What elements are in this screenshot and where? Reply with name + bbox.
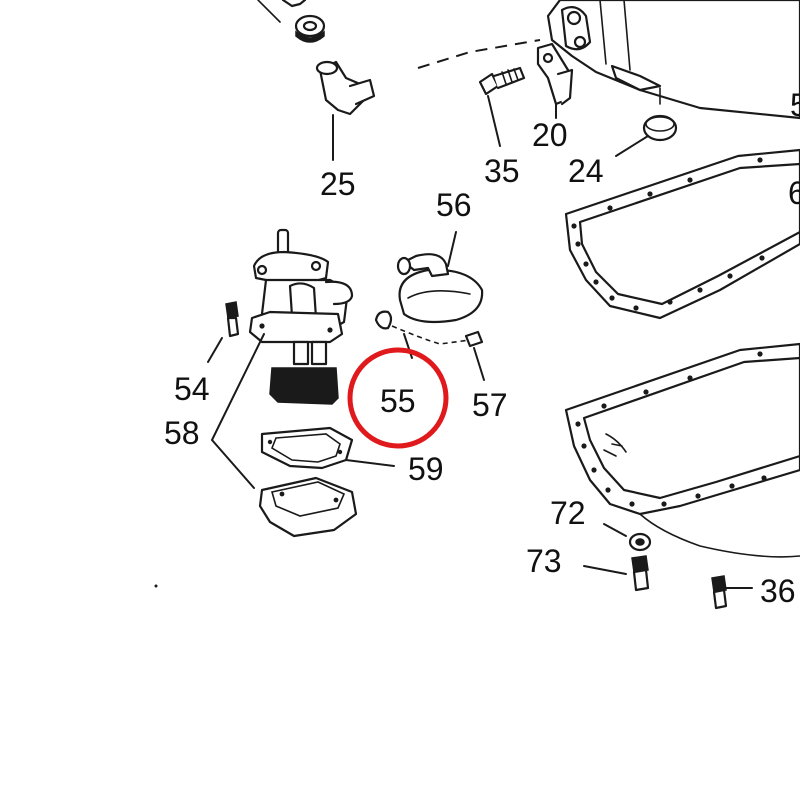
callout-5-partial: 5: [790, 87, 800, 123]
gasket-59: [260, 426, 354, 470]
leader-59: [345, 459, 395, 467]
callout-59: 59: [408, 451, 444, 487]
dashed-alignment-line-top: [417, 39, 541, 69]
callout-72: 72: [550, 495, 586, 531]
oil-strainer-56: [396, 253, 484, 324]
callout-55: 55: [380, 383, 416, 419]
leader-35: [487, 95, 501, 147]
leader-55: [403, 333, 413, 359]
leader-57: [473, 347, 485, 381]
clip-55: [374, 310, 393, 330]
callout-20: 20: [532, 117, 568, 153]
bracket-20: [536, 42, 574, 106]
stray-mark: [154, 584, 158, 588]
callout-57: 57: [472, 387, 508, 423]
dashed-link-55-57: [391, 325, 471, 345]
callout-35: 35: [484, 153, 520, 189]
pump-cover: [258, 476, 358, 538]
oil-pump-assembly-58: [248, 228, 354, 405]
engine-block-corner: [546, 0, 800, 120]
callout-25: 25: [320, 166, 356, 202]
leader-24: [615, 135, 649, 157]
leader-54: [207, 337, 223, 363]
bolt-36: [711, 575, 728, 610]
callout-58: 58: [164, 415, 200, 451]
callout-24: 24: [568, 153, 604, 189]
callout-73: 73: [526, 543, 562, 579]
bolt-73: [631, 555, 650, 592]
oil-pan-gasket-upper: [564, 148, 800, 320]
callout-54: 54: [174, 371, 210, 407]
highlight-circle: [347, 347, 449, 449]
callout-6-partial: 6: [788, 175, 800, 211]
callout-36: 36: [760, 573, 796, 609]
leader-73: [583, 565, 627, 575]
elbow-fitting-25: [315, 60, 376, 116]
washer-72: [628, 532, 652, 552]
leader-72: [603, 523, 627, 537]
leader-58: [211, 333, 265, 489]
leader-56: [447, 231, 457, 267]
oil-pan-lower: [564, 342, 800, 558]
bolt-57: [464, 330, 484, 348]
screw-54: [225, 301, 240, 338]
upper-left-fittings: [257, 0, 326, 43]
plug-24: [642, 114, 678, 142]
bolt-35: [478, 66, 526, 96]
callout-56: 56: [436, 187, 472, 223]
